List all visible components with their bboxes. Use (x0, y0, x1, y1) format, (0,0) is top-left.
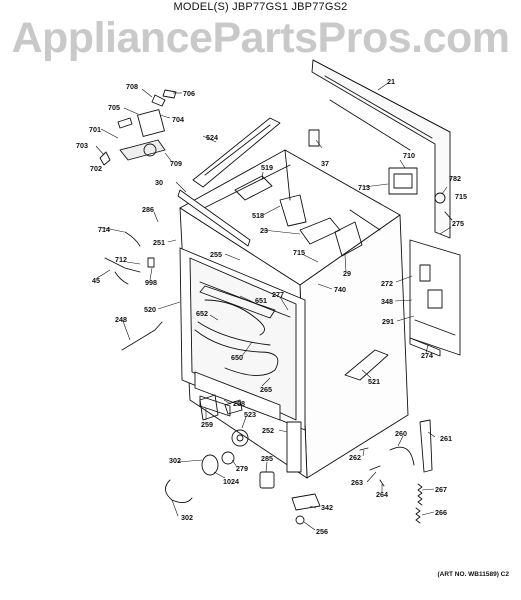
part-label-267: 267 (435, 485, 447, 494)
diagram-title: MODEL(S) JBP77GS1 JBP77GS2 (173, 1, 348, 13)
part-label-261: 261 (440, 434, 452, 443)
part-label-652: 652 (196, 309, 208, 318)
part-label-524: 524 (206, 133, 218, 142)
part-label-286: 286 (142, 205, 154, 214)
part-label-715a: 715 (455, 192, 467, 201)
part-label-252: 252 (262, 426, 274, 435)
part-label-519: 519 (261, 163, 273, 172)
probe (121, 321, 163, 351)
heating-element (194, 285, 279, 376)
part-label-291: 291 (382, 317, 394, 326)
hinge-column (286, 421, 302, 473)
side-panel (409, 239, 461, 356)
bracket-37 (308, 129, 320, 147)
part-label-521: 521 (368, 377, 380, 386)
door-hinge-parts (359, 419, 433, 487)
part-label-998: 998 (145, 278, 157, 287)
thermostat-assembly (99, 89, 177, 166)
right-top-parts (434, 192, 453, 221)
part-label-275: 275 (452, 219, 464, 228)
part-label-274: 274 (421, 351, 433, 360)
part-label-740: 740 (334, 285, 346, 294)
left-parts (104, 231, 155, 285)
front-trim (177, 189, 251, 247)
part-label-37: 37 (321, 159, 329, 168)
part-label-710: 710 (403, 151, 415, 160)
lamp-socket (259, 471, 275, 489)
part-label-702: 702 (90, 164, 102, 173)
part-label-708: 708 (126, 82, 138, 91)
part-label-713: 713 (358, 183, 370, 192)
interior-brackets (234, 175, 363, 257)
part-label-704: 704 (172, 115, 184, 124)
springs (415, 483, 423, 524)
part-label-262: 262 (349, 453, 361, 462)
side-bracket (344, 349, 389, 381)
part-label-709: 709 (170, 159, 182, 168)
part-label-285: 285 (261, 454, 273, 463)
part-label-279: 279 (236, 464, 248, 473)
foot-brackets (199, 394, 243, 421)
part-label-260: 260 (395, 429, 407, 438)
back-panel (311, 59, 451, 239)
part-label-258: 258 (233, 399, 245, 408)
part-label-715b: 715 (293, 248, 305, 257)
leader-lines (95, 82, 452, 531)
part-label-302a: 302 (169, 456, 181, 465)
part-label-264: 264 (376, 490, 388, 499)
part-label-21: 21 (387, 77, 395, 86)
part-label-701: 701 (89, 125, 101, 134)
part-label-706: 706 (183, 89, 195, 98)
part-label-272: 272 (381, 279, 393, 288)
part-label-714: 714 (98, 225, 110, 234)
part-label-248: 248 (115, 315, 127, 324)
part-label-29: 29 (343, 269, 351, 278)
broiler-panel (194, 371, 281, 421)
part-label-251: 251 (153, 238, 165, 247)
part-label-520: 520 (144, 305, 156, 314)
part-label-1024: 1024 (223, 477, 239, 486)
part-label-265: 265 (260, 385, 272, 394)
top-rail (192, 117, 281, 188)
part-label-782: 782 (449, 174, 461, 183)
part-label-255: 255 (210, 250, 222, 259)
part-label-30: 30 (155, 178, 163, 187)
part-label-23: 23 (260, 226, 268, 235)
art-number: (ART NO. WB11589) C2 (437, 571, 509, 578)
part-label-518: 518 (252, 211, 264, 220)
part-label-712: 712 (115, 255, 127, 264)
part-label-342: 342 (321, 503, 333, 512)
watermark-logo: AppliancePartsPros.com (11, 14, 510, 62)
part-label-266: 266 (435, 508, 447, 517)
latch-parts (291, 493, 321, 525)
bottom-rail (409, 337, 441, 357)
part-label-705: 705 (108, 103, 120, 112)
part-label-263: 263 (351, 478, 363, 487)
part-label-259: 259 (201, 420, 213, 429)
part-label-523: 523 (244, 410, 256, 419)
part-label-651: 651 (255, 296, 267, 305)
part-label-348: 348 (381, 297, 393, 306)
part-label-703: 703 (76, 141, 88, 150)
part-label-302b: 302 (181, 513, 193, 522)
part-label-45: 45 (92, 276, 100, 285)
part-label-650: 650 (231, 353, 243, 362)
part-label-277: 277 (272, 290, 284, 299)
part-label-256: 256 (316, 527, 328, 536)
control-box (388, 167, 418, 195)
